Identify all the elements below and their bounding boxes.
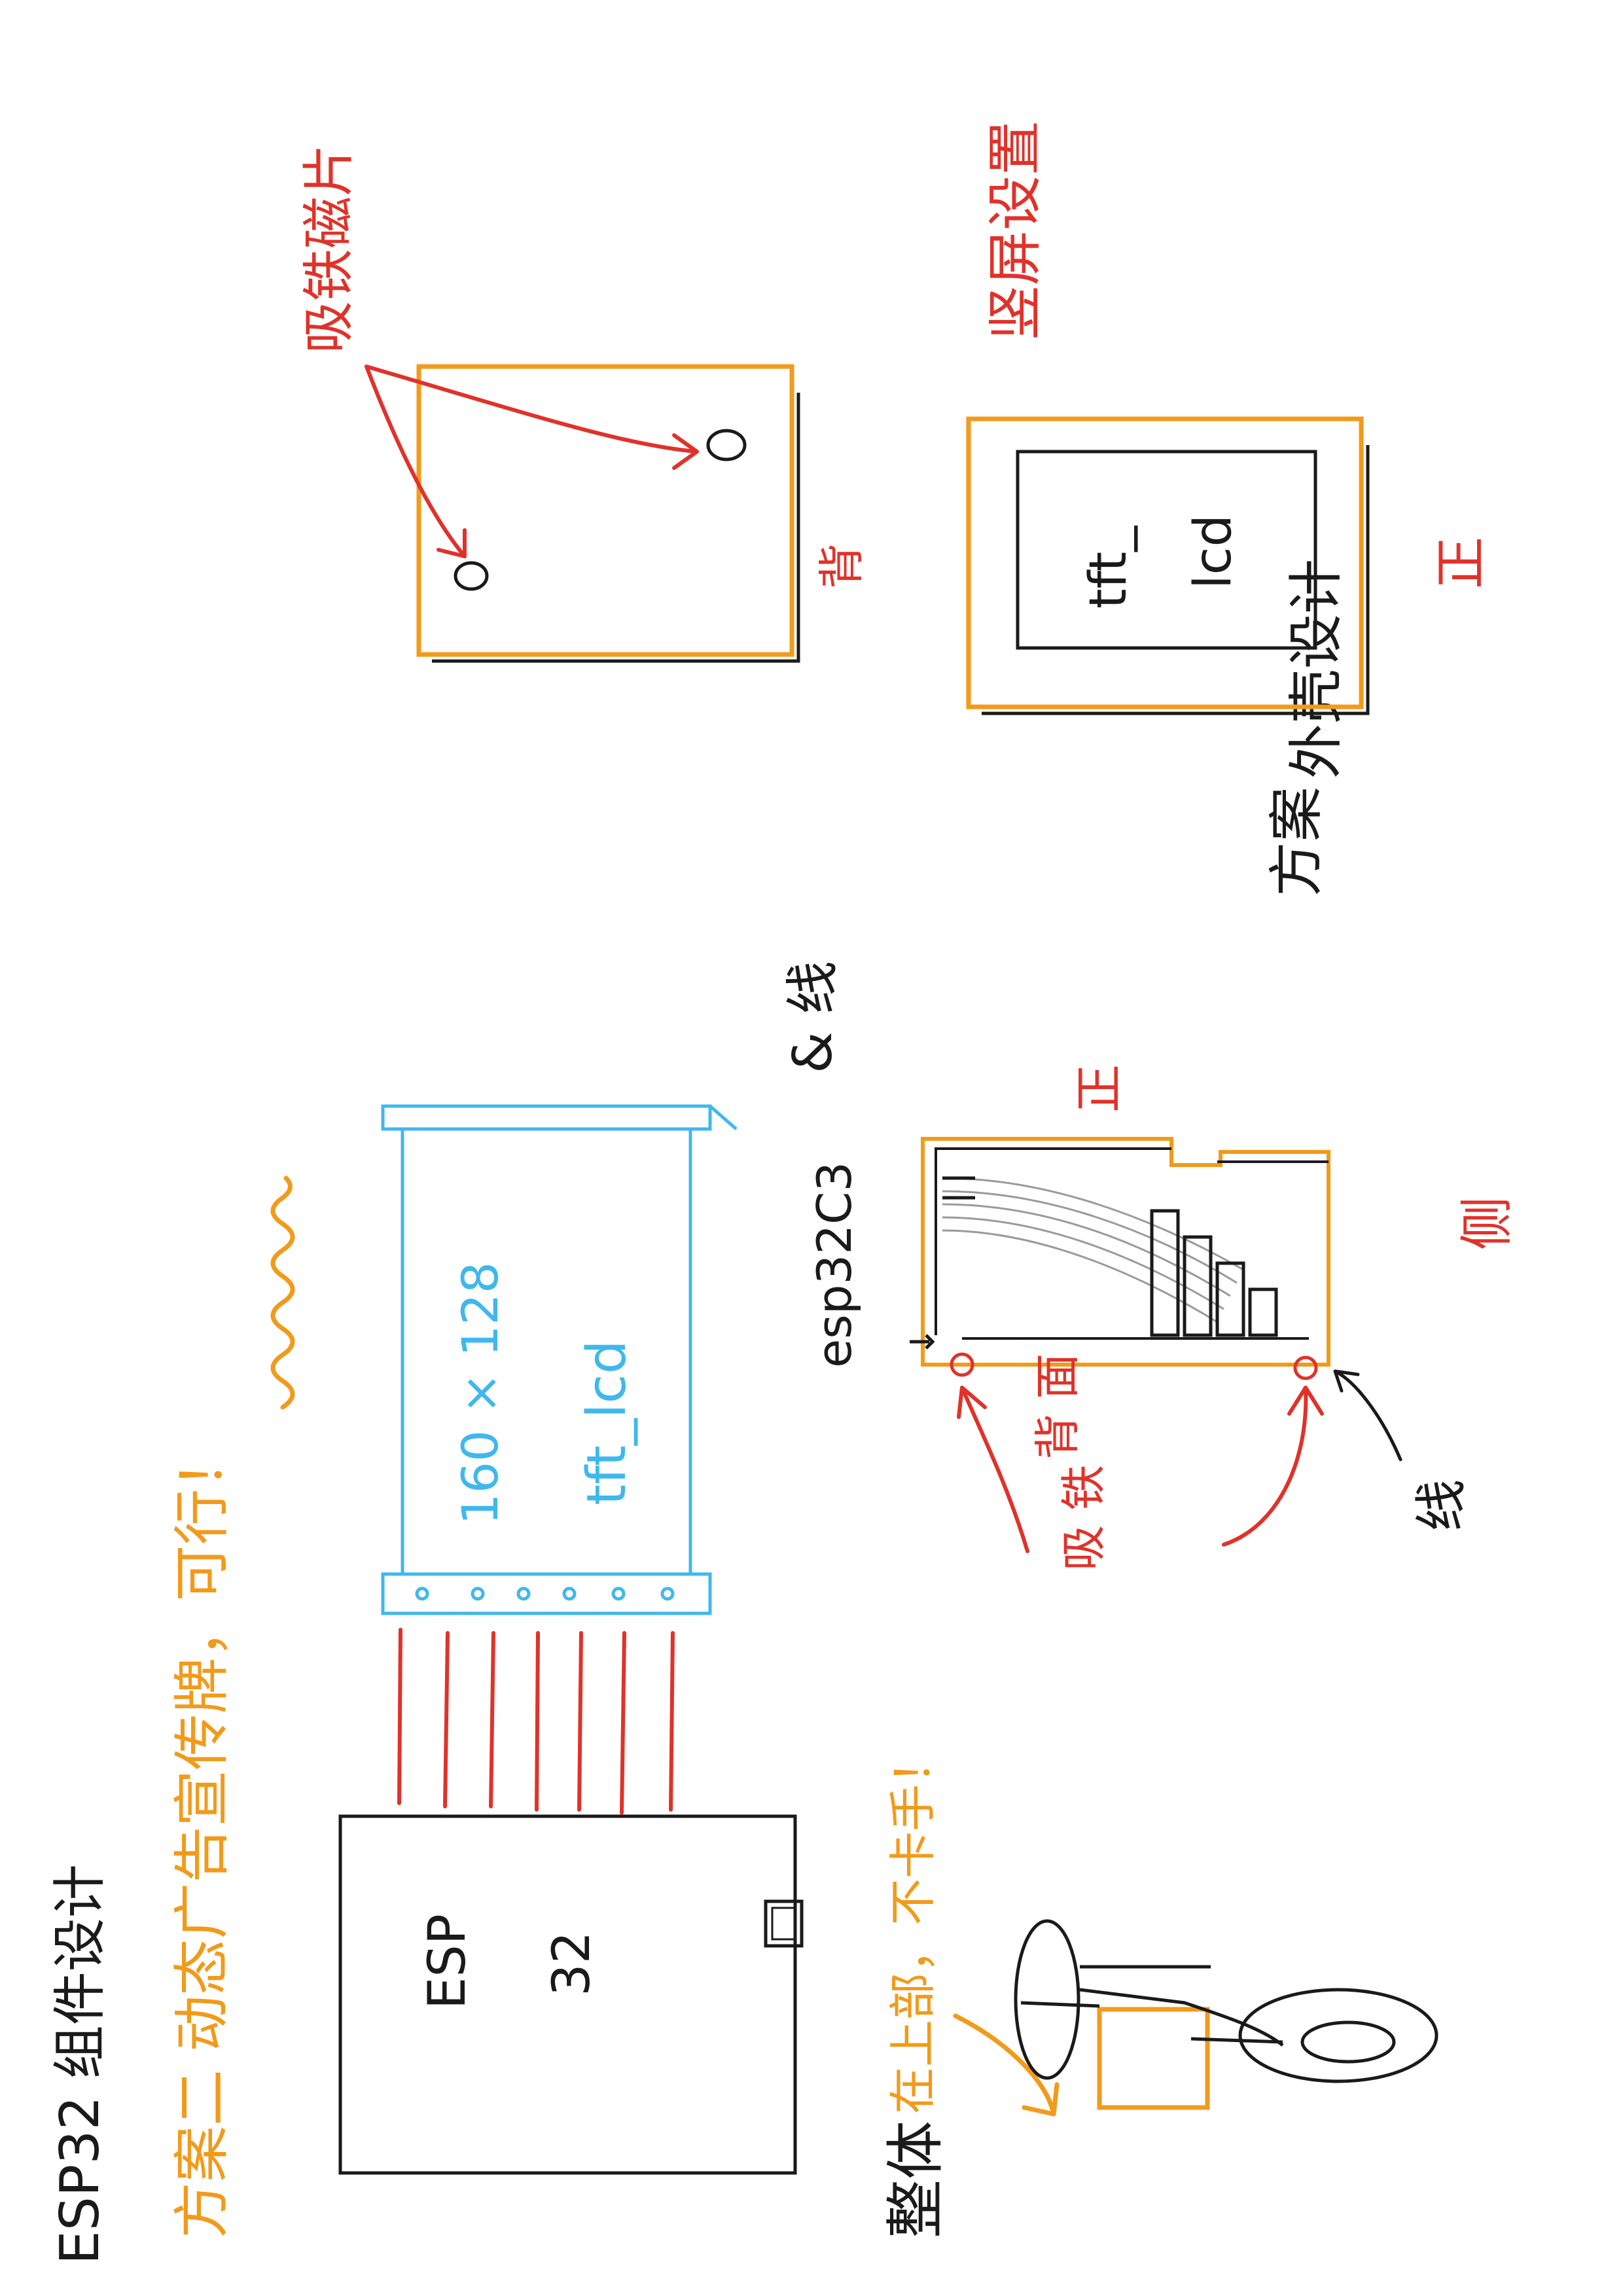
side-view-label: 侧	[1456, 1196, 1518, 1250]
ribbon-cable	[942, 1177, 1244, 1323]
lcd-resolution: 160 × 128	[451, 1262, 509, 1525]
side-housing	[921, 1137, 1330, 1367]
front-label: 正	[1431, 537, 1491, 589]
page-title: ESP32 组件设计	[49, 1864, 111, 2265]
overall-box	[1097, 2007, 1210, 2110]
pin-header	[942, 1176, 1278, 1337]
esp-number: 32	[543, 1931, 601, 1996]
back-panel	[416, 364, 800, 663]
wire-label: 线	[1411, 1479, 1472, 1532]
magnet-note: 吸铁磁片	[298, 144, 359, 353]
magnet-label: 背 面	[1031, 1354, 1084, 1460]
magnet-dots	[950, 1352, 1318, 1380]
chip-arrow	[910, 1334, 935, 1350]
wire-arrow	[1333, 1369, 1402, 1462]
tft-lcd-module: 160 × 128 tft_lcd	[381, 1104, 738, 1615]
lcd-name: tft_lcd	[576, 1340, 638, 1505]
magnet-label-2: 吸 铁	[1057, 1465, 1111, 1571]
side-face-label: 正	[1071, 1064, 1128, 1113]
screen-note: 竖屏设置	[983, 120, 1047, 340]
plan-note: 方案二 动态广告宣传牌，可行！	[169, 1433, 235, 2238]
enclosure-plan: 方案	[1264, 787, 1329, 897]
back-label: 背	[815, 543, 868, 589]
esp32-board: ESP 32	[338, 1814, 804, 2175]
chip-label: esp32C3	[807, 1162, 862, 1368]
overall-label: 整体	[882, 2121, 950, 2238]
orange-squiggle	[270, 1175, 295, 1410]
overall-note: 在上部，不卡手！	[885, 1737, 940, 2114]
front-panel	[966, 416, 1370, 715]
clip-sketch	[1014, 1919, 1438, 2083]
magnet-arrows	[957, 1386, 1324, 1553]
screen-text-1: tft_	[1079, 526, 1138, 609]
esp-label: ESP	[418, 1914, 477, 2009]
screen-text-2: lcd	[1184, 514, 1243, 589]
side-top-label: & 线	[782, 961, 844, 1073]
overall-arrow	[953, 2013, 1060, 2117]
red-wires	[397, 1628, 675, 1815]
magnet-note-arrows	[365, 365, 699, 558]
